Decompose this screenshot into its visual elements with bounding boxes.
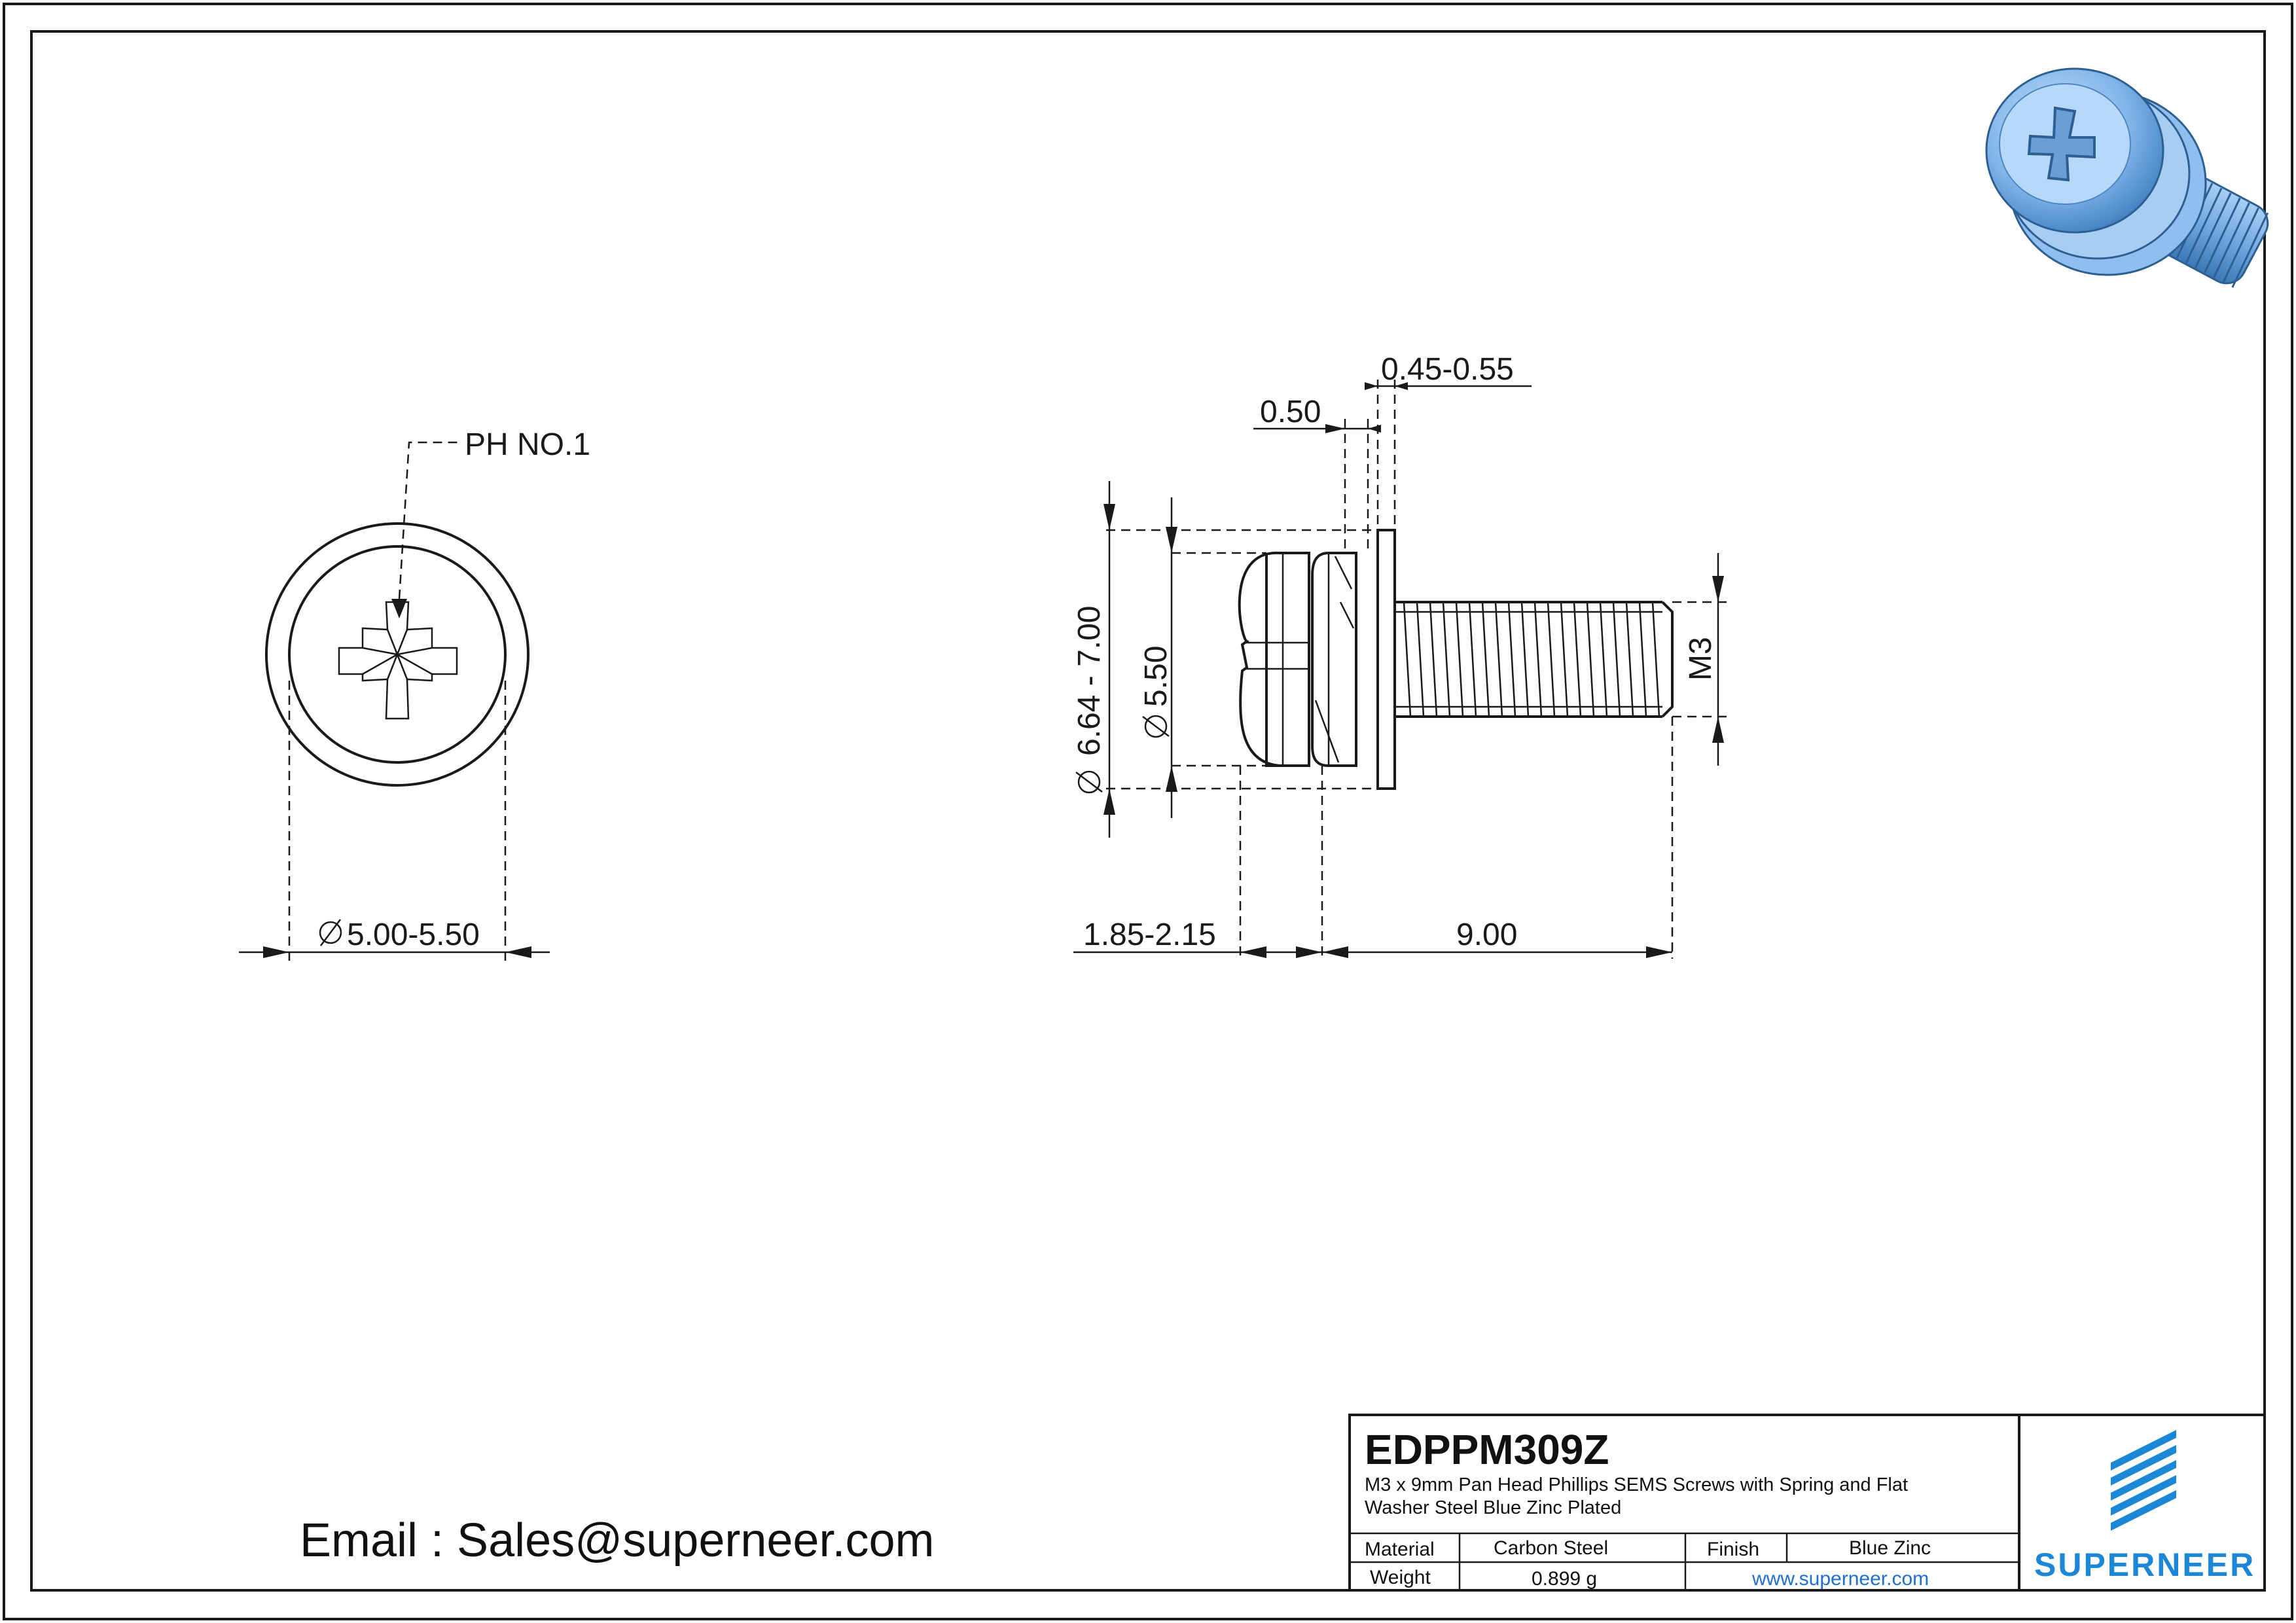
description-line-2: Washer Steel Blue Zinc Plated (1365, 1497, 1621, 1518)
screw-3d-render (1985, 67, 2269, 288)
superneer-logo-icon (2111, 1430, 2176, 1531)
thread-pitch-lines (1403, 601, 1660, 717)
washer-diameter-label: 6.64 - 7.00 (1072, 606, 1107, 757)
website-link[interactable]: www.superneer.com (1751, 1568, 1929, 1590)
flat-washer (1376, 529, 1396, 790)
finish-value: Blue Zinc (1849, 1537, 1931, 1559)
outer-border (3, 3, 2293, 1620)
spring-thickness-label: 0.50 (1260, 395, 1321, 429)
contact-email[interactable]: Email : Sales@superneer.com (300, 1514, 935, 1567)
drive-label: PH NO.1 (465, 427, 590, 462)
material-value: Carbon Steel (1494, 1537, 1608, 1559)
side-view: 0.45-0.55 0.50 6.64 - 7.00 (1072, 352, 1731, 959)
phillips-cross-icon (2027, 106, 2096, 182)
weight-value: 0.899 g (1532, 1568, 1597, 1590)
diameter-symbol-icon (319, 919, 342, 946)
head-height-label: 1.85-2.15 (1083, 918, 1216, 952)
length-label: 9.00 (1456, 918, 1517, 952)
weight-label: Weight (1370, 1567, 1431, 1588)
finish-label: Finish (1707, 1539, 1759, 1560)
inner-border (30, 30, 2266, 1592)
diameter-symbol-icon (1142, 715, 1170, 738)
material-label: Material (1365, 1539, 1435, 1560)
part-number: EDPPM309Z (1365, 1426, 1609, 1473)
washer-outline-circle (265, 522, 529, 787)
phillips-recess-icon (338, 601, 458, 720)
brand-name: SUPERNEER (2034, 1546, 2255, 1583)
drive-leader-line (398, 441, 461, 599)
top-view: PH NO.1 5.00-5.50 (239, 427, 590, 962)
title-block: EDPPM309Z M3 x 9mm Pan Head Phillips SEM… (1348, 1414, 2266, 1592)
description-line-1: M3 x 9mm Pan Head Phillips SEMS Screws w… (1365, 1474, 1908, 1495)
spring-washer (1311, 552, 1357, 767)
threaded-shank (1395, 601, 1674, 718)
diameter-symbol-icon (1075, 770, 1103, 794)
washer-thickness-label: 0.45-0.55 (1381, 352, 1514, 387)
thread-label: M3 (1683, 637, 1718, 681)
pan-head (1238, 551, 1310, 767)
side-head-diameter-label: 5.50 (1139, 646, 1174, 707)
top-head-diameter-label: 5.00-5.50 (347, 918, 480, 952)
head-outline-circle (288, 545, 507, 764)
